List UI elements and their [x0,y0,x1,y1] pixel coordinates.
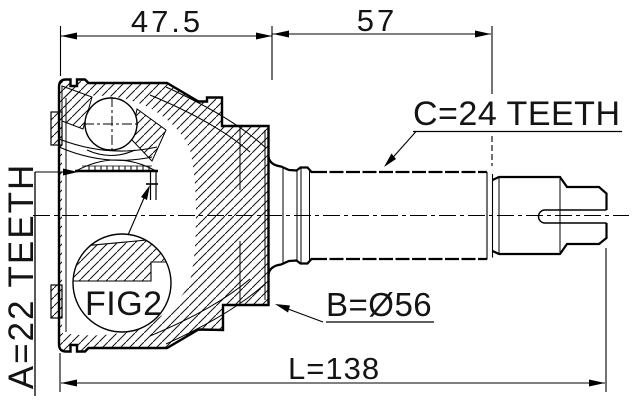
label-outer-spline-teeth: C=24 TEETH [413,95,621,133]
cage-and-inner-race [58,85,167,200]
label-inner-spline-teeth: A=22 TEETH [2,162,41,390]
fig2-leader-arrow [141,185,150,200]
shaft-end-slot [537,209,607,224]
dimension-spline-length: 57 [356,3,398,38]
dimension-body-length: 47.5 [130,4,204,39]
dimension-lines [34,26,622,396]
label-outer-diameter: B=Ø56 [326,286,433,323]
dimension-overall-length: L=138 [288,351,381,386]
stub-shaft [267,156,608,275]
figure-reference: FIG2 [85,285,163,323]
